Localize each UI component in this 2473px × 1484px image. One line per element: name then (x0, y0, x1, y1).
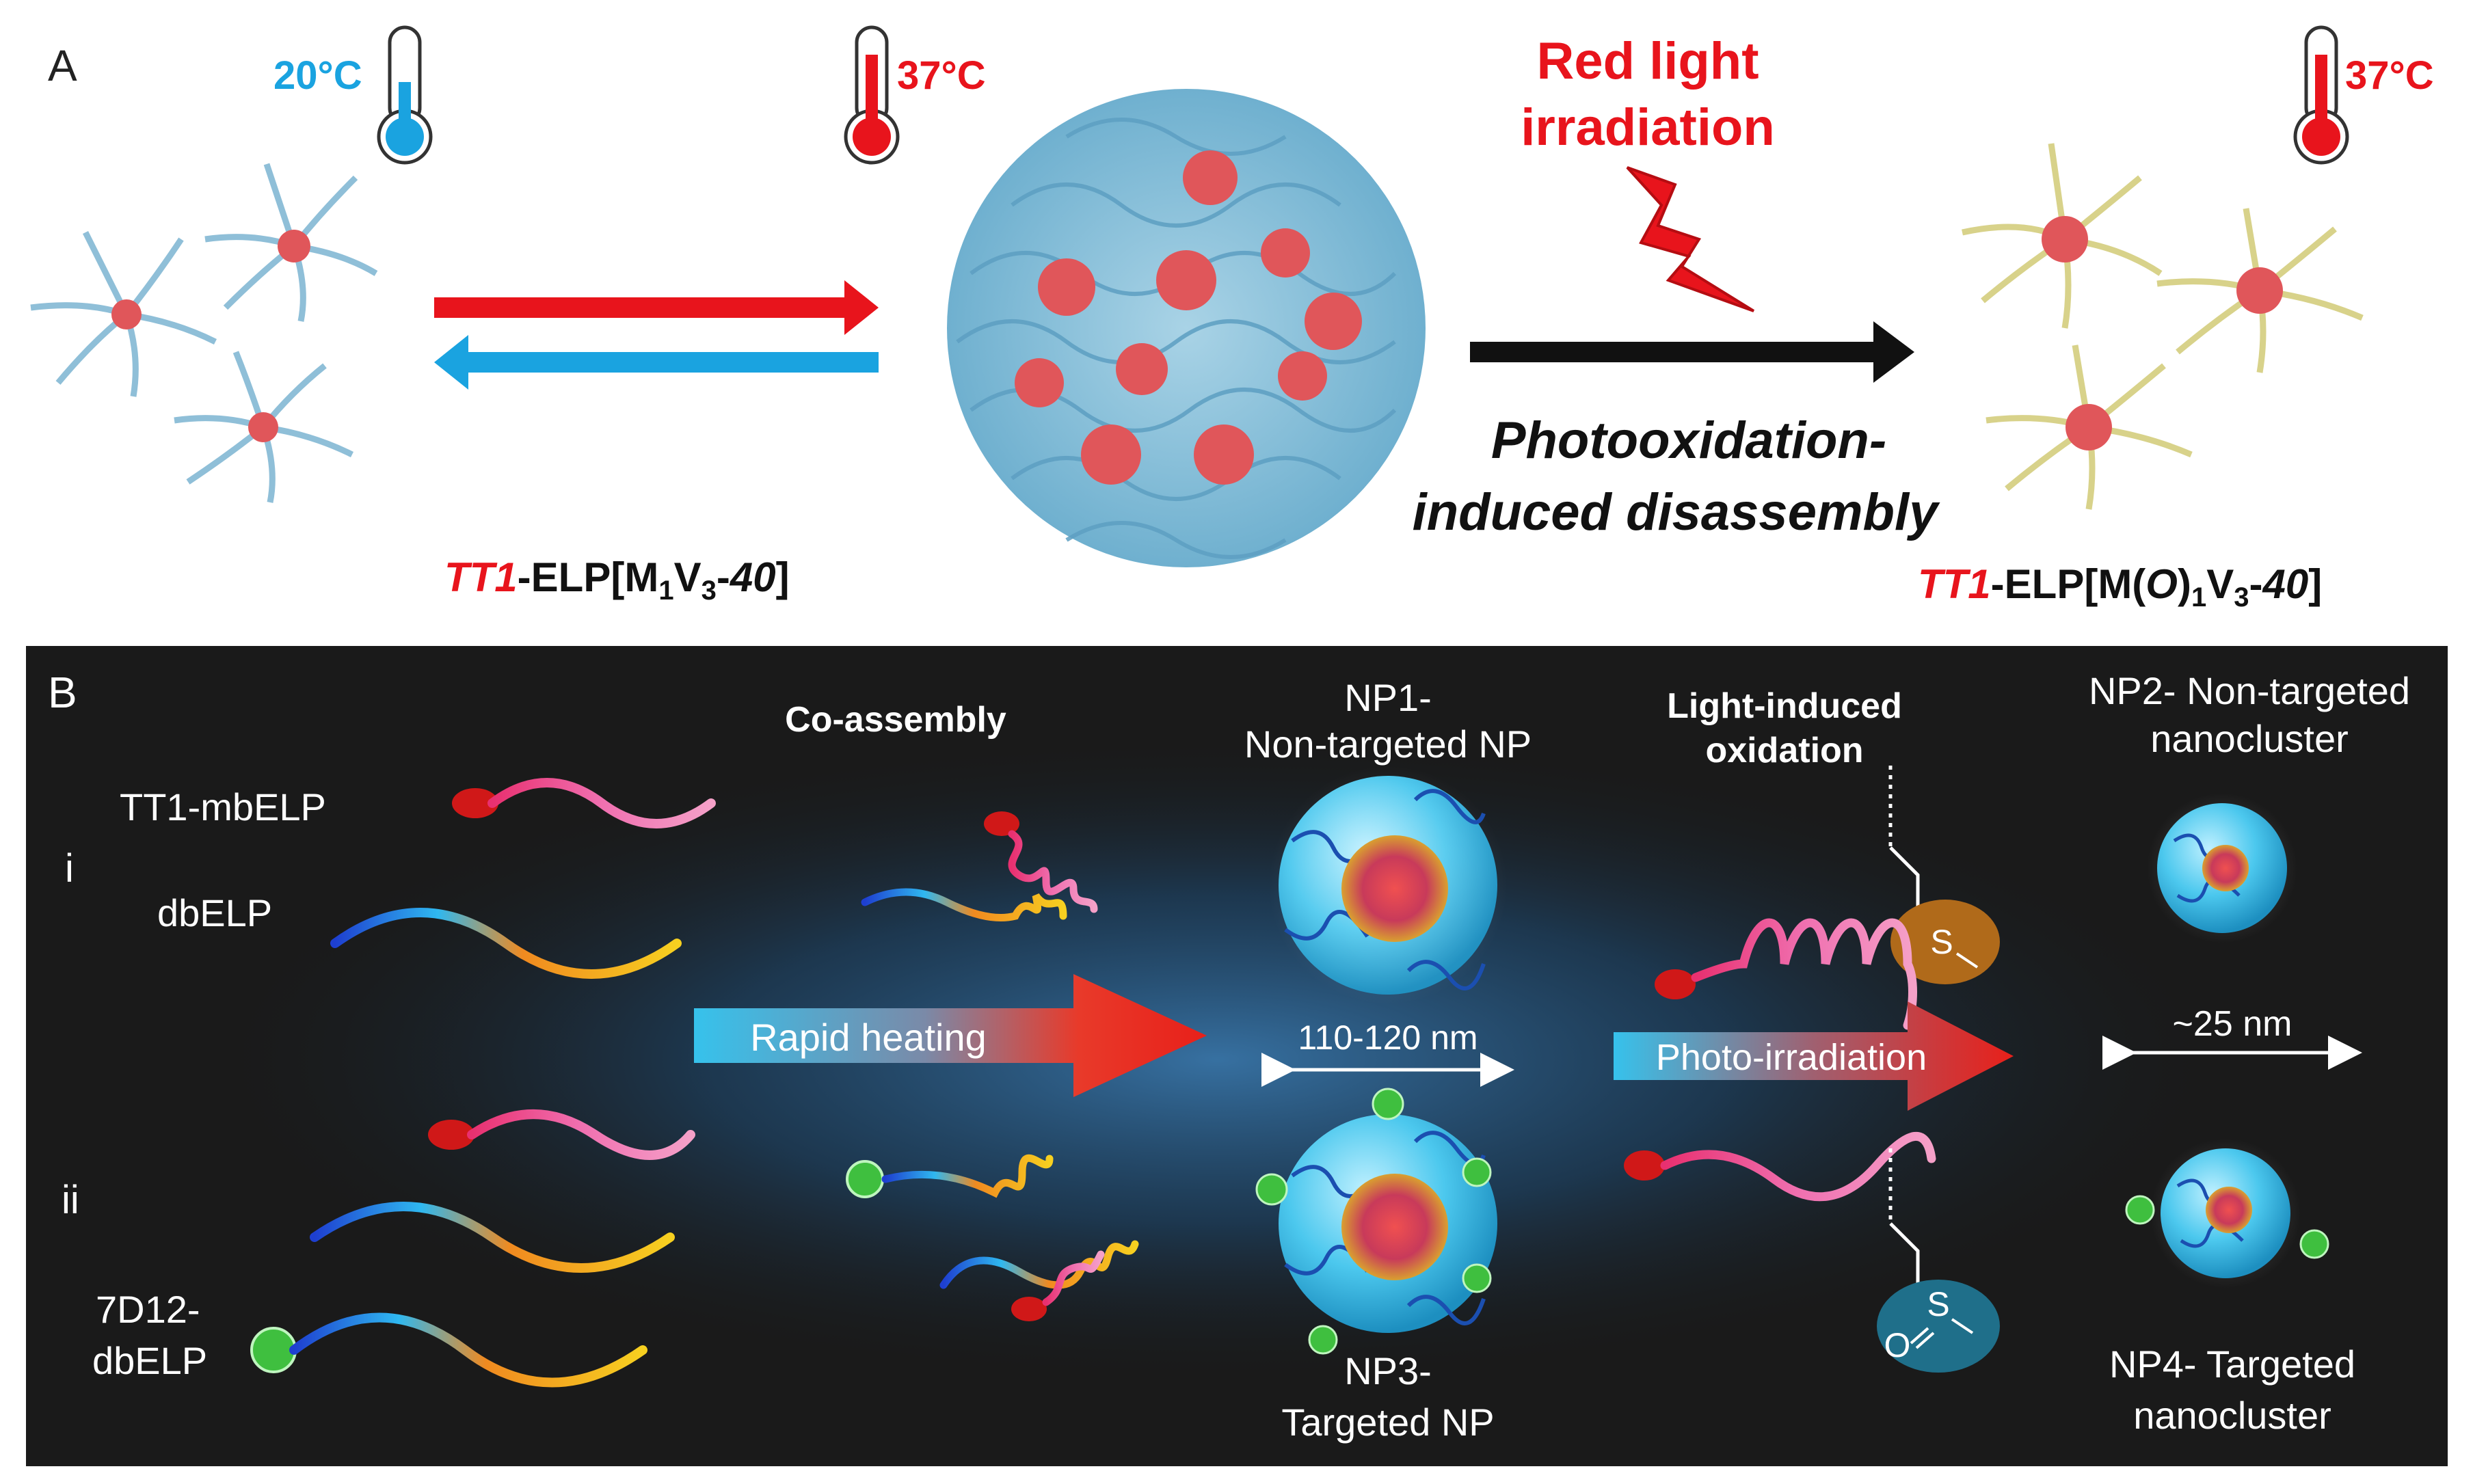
photo-irradiation-label: Photo-irradiation (1656, 1037, 1927, 1078)
nanobody-icon (250, 1327, 297, 1373)
np3-core (1341, 1174, 1448, 1280)
thermometer-warm-icon-2 (2293, 25, 2349, 165)
np3-nanoparticle (1255, 1088, 1497, 1355)
unimer-micelles-left (30, 163, 378, 503)
oxidized-unimers-right (1962, 143, 2364, 510)
nanobody-icon (2299, 1229, 2329, 1259)
dbelp-molecule-ii (310, 1202, 675, 1273)
temp-37c-label-2: 37°C (2345, 53, 2434, 98)
sulfoxide-s-label: S (1927, 1285, 1949, 1323)
panel-a-label: A (48, 41, 77, 90)
dbelp-molecule (330, 908, 682, 979)
core-cluster (1305, 293, 1362, 350)
unimer-star-3 (174, 351, 354, 503)
rapid-heating-label: Rapid heating (750, 1016, 987, 1059)
np2-label-line1: NP2- Non-targeted (2089, 669, 2410, 712)
np-size-label: 110-120 nm (1298, 1018, 1478, 1057)
core-cluster (1116, 343, 1168, 395)
photooxidation-arrow (1470, 321, 1914, 383)
d7-dbelp-label-line2: dbELP (92, 1339, 207, 1382)
np1-core (1341, 835, 1448, 942)
core-cluster (1194, 424, 1254, 485)
sulfide-label: S (1930, 923, 1953, 961)
core-cluster (1015, 358, 1064, 407)
rapid-heating-arrow (694, 974, 1207, 1097)
thermometer-cold-icon (377, 25, 433, 165)
np4-label-line2: nanocluster (2133, 1394, 2331, 1437)
np1-nanoparticle (1268, 766, 1508, 1005)
coassembly-molecules-ii (846, 1154, 1139, 1321)
oxidized-mbelp-coil (1655, 918, 1917, 1030)
tt1-mbelp-molecule (452, 778, 716, 828)
np4-label-line1: NP4- Targeted (2109, 1343, 2355, 1386)
panel-a: A 20°C (30, 25, 2434, 612)
tt1-mbelp-label: TT1-mbELP (120, 785, 326, 828)
methionine-sulfoxide: S O (1877, 1148, 2000, 1373)
construct-label-right: TT1-ELP[M(O)1V3-40] (1918, 561, 2322, 612)
oxidized-dbelp (1624, 1131, 1936, 1202)
nanobody-icon (1255, 1173, 1288, 1206)
coassembly-label: Co-assembly (785, 700, 1006, 740)
nanobody-icon (1462, 1157, 1492, 1187)
construct-label-left: TT1-ELP[M1V3-40] (444, 554, 790, 606)
cluster-size-label: ~25 nm (2173, 1004, 2292, 1044)
light-ox-label-line2: oxidation (1705, 731, 1863, 770)
cooling-arrow (434, 335, 879, 390)
np2-nanocluster (2147, 793, 2297, 943)
photosensitizer-head (452, 788, 498, 818)
equilibrium-arrows (434, 280, 879, 390)
temp-37c-label-1: 37°C (897, 53, 986, 98)
core-cluster (1278, 351, 1327, 401)
unimer-star-1 (30, 230, 217, 397)
light-ox-label-line1: Light-induced (1667, 686, 1902, 726)
np3-label-line2: Targeted NP (1281, 1401, 1494, 1444)
np2-label-line2: nanocluster (2150, 717, 2349, 760)
nanobody-icon (1372, 1088, 1404, 1120)
core-cluster (1156, 250, 1216, 310)
unimer-star-2 (204, 163, 378, 322)
methionine-sulfide: S (1888, 766, 2000, 984)
core-cluster (1183, 150, 1238, 205)
oxidized-star-1 (1962, 143, 2163, 329)
7d12-dbelp-molecule (250, 1312, 647, 1388)
oxidized-star-3 (1986, 345, 2193, 510)
row-i-label: i (65, 846, 74, 891)
sulfoxide-o-label: O (1884, 1326, 1911, 1364)
thermometer-warm-icon-1 (844, 25, 900, 165)
row-ii-label: ii (62, 1178, 79, 1222)
aggregated-nanoparticle (947, 89, 1426, 567)
lightning-bolt-icon (1626, 166, 1755, 312)
core-cluster (1038, 258, 1095, 316)
np1-label-line1: NP1- (1344, 676, 1432, 719)
process-label-line2: induced disassembly (1413, 483, 1940, 541)
process-label-line1: Photooxidation- (1491, 412, 1886, 470)
np3-label-line1: NP3- (1344, 1349, 1432, 1392)
np1-label-line2: Non-targeted NP (1244, 723, 1532, 766)
nanobody-icon (1462, 1263, 1492, 1293)
tt1-mbelp-molecule-ii (428, 1109, 695, 1160)
heating-arrow (434, 280, 879, 335)
panel-b-label: B (48, 668, 77, 717)
core-cluster (1081, 424, 1141, 485)
panel-b: B i ii TT1-mbELP dbELP 7D12- dbELP Co-as… (26, 646, 2448, 1466)
sulfoxide-bubble (1877, 1280, 2000, 1373)
np4-nanocluster (2125, 1138, 2329, 1289)
red-light-label-line2: irradiation (1521, 98, 1775, 157)
temp-20c-label: 20°C (273, 53, 362, 98)
coassembly-molecules-i (861, 811, 1098, 921)
panel-b-glow (191, 731, 2243, 1388)
nanobody-icon (1308, 1325, 1338, 1355)
photo-irradiation-arrow (1614, 1001, 2014, 1111)
core-cluster (1261, 228, 1310, 278)
dbelp-label: dbELP (157, 891, 272, 934)
d7-dbelp-label-line1: 7D12- (96, 1288, 200, 1331)
nanobody-icon (2125, 1195, 2155, 1225)
red-light-label-line1: Red light (1536, 32, 1759, 90)
oxidized-star-2 (2156, 208, 2364, 373)
